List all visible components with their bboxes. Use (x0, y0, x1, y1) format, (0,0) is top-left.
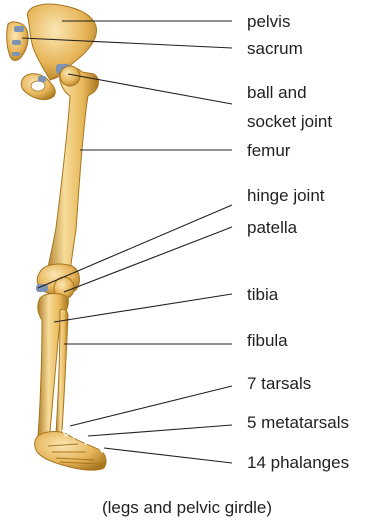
label-phalanges: 14 phalanges (247, 452, 349, 473)
label-patella: patella (247, 217, 297, 238)
label-fibula: fibula (247, 330, 288, 351)
label-sacrum: sacrum (247, 38, 303, 59)
label-femur: femur (247, 140, 290, 161)
tibia-leader (54, 294, 232, 322)
label-tarsals: 7 tarsals (247, 373, 311, 394)
label-tibia: tibia (247, 284, 278, 305)
tarsals-leader (70, 386, 232, 426)
label-metatarsals: 5 metatarsals (247, 412, 349, 433)
label-pelvis: pelvis (247, 11, 290, 32)
label-socket-joint: socket joint (247, 111, 332, 132)
diagram-caption: (legs and pelvic girdle) (0, 497, 374, 518)
knee-cartilage (36, 284, 48, 292)
label-hinge-joint: hinge joint (247, 185, 325, 206)
sacrum-bone (7, 22, 28, 61)
patella-leader (64, 227, 232, 292)
label-ball-and: ball and (247, 82, 307, 103)
foot-bones (35, 430, 106, 470)
hip-cartilage-lower (38, 76, 46, 82)
metatarsals-leader (88, 425, 232, 436)
phalanges-leader (104, 448, 232, 463)
femur-bone (37, 66, 98, 295)
